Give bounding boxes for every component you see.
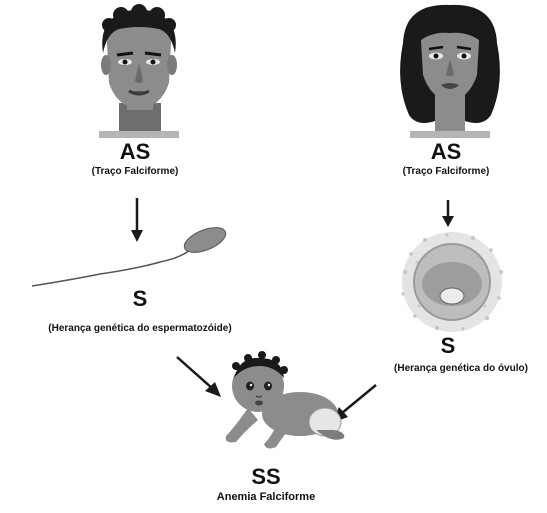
mother-portrait [400,4,500,138]
child-caption: Anemia Falciforme [216,491,316,503]
egg-allele: S [440,333,456,358]
egg-caption: (Herança genética do óvulo) [394,363,528,374]
father-caption: (Traço Falciforme) [91,166,179,177]
father-genotype: AS [119,139,151,164]
father-to-sperm-arrow [131,198,143,242]
father-stand [99,131,179,138]
child-genotype: SS [251,464,281,489]
sperm-icon [31,227,227,287]
mother-genotype: AS [430,139,462,164]
mother-stand [410,131,490,138]
mother-to-egg-arrow [442,200,454,227]
sperm-caption: (Herança genética do espermatozóide) [48,323,232,334]
baby-illustration [225,351,345,449]
mother-caption: (Traço Falciforme) [402,166,490,177]
egg-icon [401,232,503,332]
father-portrait [99,4,179,138]
sperm-to-child-arrow [176,356,221,397]
sperm-allele: S [132,286,148,311]
